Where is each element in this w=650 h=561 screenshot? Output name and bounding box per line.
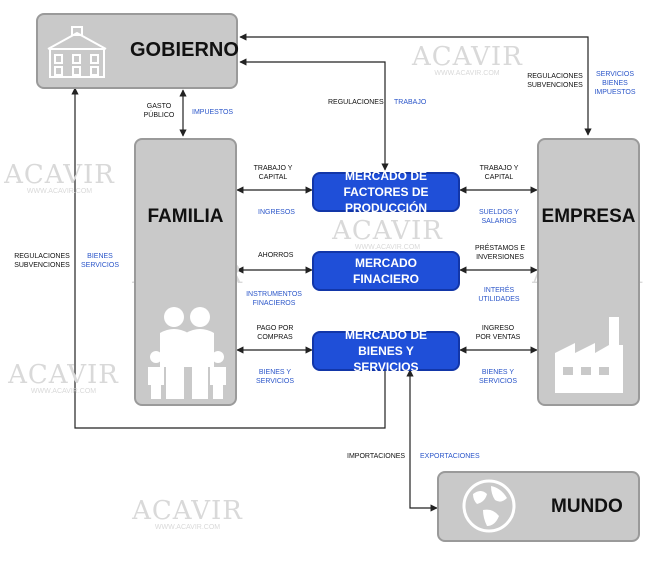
label-sueldos-salarios: SUELDOS Y SALARIOS [479,209,519,225]
label-impuestos: IMPUESTOS [192,109,234,116]
familia-title: FAMILIA [147,206,224,227]
label-bienes-servicios-r: BIENES Y SERVICIOS [479,369,517,385]
label-regulaciones: REGULACIONES [328,99,384,106]
empresa-node: EMPRESA [537,138,640,406]
label-ingreso-ventas: INGRESO POR VENTAS [475,325,521,341]
label-interes: INTERÉS UTILIDADES [478,287,520,303]
family-icon [148,307,226,399]
label-trabajo-capital-l: TRABAJO Y CAPITAL [253,165,293,181]
familia-node: FAMILIA [134,138,237,406]
label-prestamos: PRÉSTAMOS E INVERSIONES [474,245,526,261]
label-trabajo: TRABAJO [394,99,427,106]
label-trabajo-capital-r: TRABAJO Y CAPITAL [479,165,519,181]
arrow-bienes-gobierno [71,87,386,429]
label-pago-compras: PAGO POR COMPRAS [256,325,294,341]
label-reg-sub-right: REGULACIONES SUBVENCIONES [527,73,583,89]
label-gasto-publico: GASTO PÚBLICO [143,103,175,119]
label-bienes-servicios-l: BIENES Y SERVICIOS [256,369,294,385]
government-building-icon [47,26,107,78]
globe-icon [462,479,516,533]
arrow-bienes-mundo [406,369,438,512]
arrow-factores-gobierno [239,58,389,171]
mercado-factores-node: MERCADO DE FACTORES DE PRODUCCIÓN [312,169,460,215]
arrow-gobierno-empresa [239,33,592,136]
gobierno-title: GOBIERNO [130,39,239,61]
label-exportaciones: EXPORTACIONES [420,453,480,460]
label-bienes-servicios-left: BIENES SERVICIOS [81,253,119,269]
mercado-bienes-node: MERCADO DE BIENES Y SERVICIOS [312,328,460,374]
label-reg-sub-left: REGULACIONES SUBVENCIONES [14,253,70,269]
mundo-title: MUNDO [551,496,623,517]
mercado-financiero-node: MERCADO FINACIERO [312,251,460,291]
mundo-node: MUNDO [437,471,640,542]
gobierno-node: GOBIERNO [36,13,239,89]
label-servicios-bienes-impuestos: SERVICIOS BIENES IMPUESTOS [594,71,636,96]
label-importaciones: IMPORTACIONES [347,453,406,460]
label-instrumentos: INSTRUMENTOS FINACIEROS [246,291,302,307]
label-ahorros: AHORROS [258,252,294,259]
label-ingresos: INGRESOS [258,209,295,216]
factory-icon [555,317,623,393]
empresa-title: EMPRESA [541,206,636,227]
